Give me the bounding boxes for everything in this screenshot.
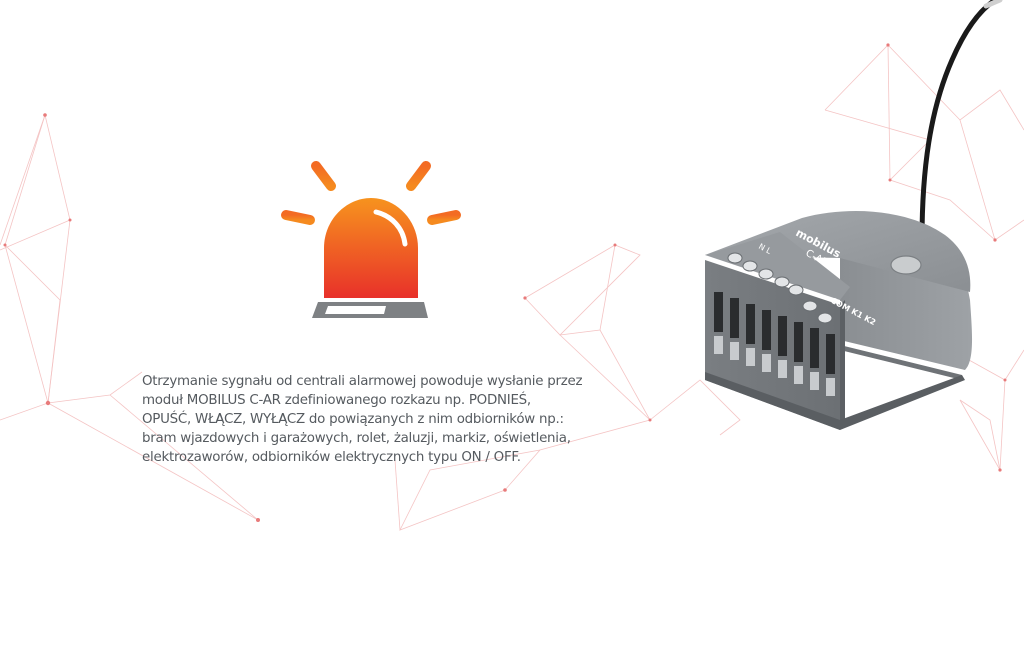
description-text: Otrzymanie sygnału od centrali alarmowej… xyxy=(142,372,612,467)
description-line: elektrozaworów, odbiorników elektrycznyc… xyxy=(142,450,521,465)
description-line: Otrzymanie sygnału od centrali alarmowej… xyxy=(142,374,583,389)
mobilus-module-image: mobilus C-AR N L COM K1 K2 xyxy=(705,0,1003,430)
alarm-beacon-icon xyxy=(281,145,461,318)
description-line: OPUŚĆ, WŁĄCZ, WYŁĄCZ do powiązanych z ni… xyxy=(142,412,564,427)
description-line: moduł MOBILUS C-AR zdefiniowanego rozkaz… xyxy=(142,393,531,408)
description-line: bram wjazdowych i garażowych, rolet, żal… xyxy=(142,431,571,446)
